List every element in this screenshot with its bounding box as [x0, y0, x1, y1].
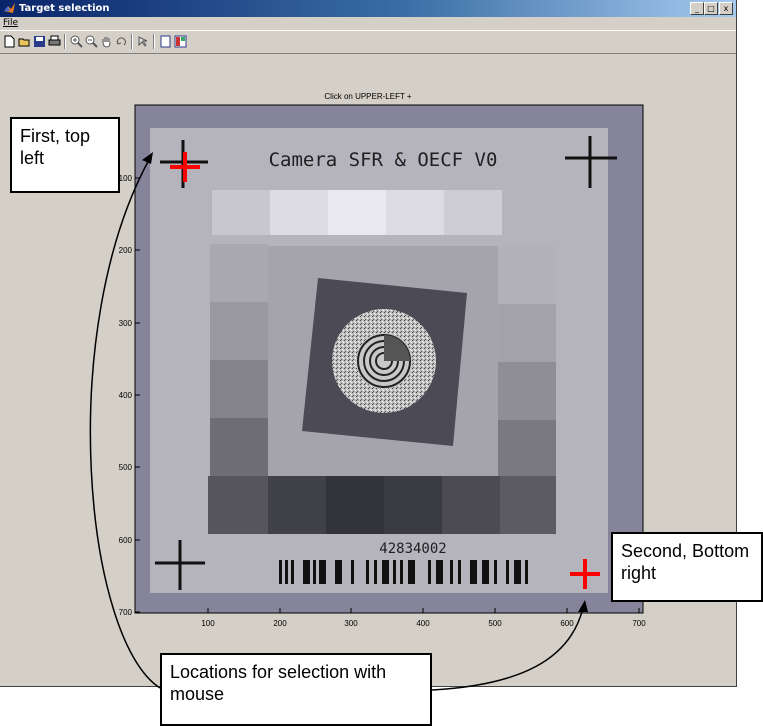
- y-tick-label: 100: [119, 174, 133, 183]
- pan-icon[interactable]: [100, 35, 113, 48]
- minimize-button[interactable]: _: [690, 2, 704, 15]
- zoom-out-icon[interactable]: [85, 35, 98, 48]
- gray-patches-right: [498, 246, 556, 478]
- barcode: [279, 560, 528, 584]
- y-tick-label: 600: [119, 536, 133, 545]
- gray-patches-bottom: [208, 476, 556, 534]
- x-tick-label: 100: [201, 619, 215, 628]
- y-tick-label: 200: [119, 246, 133, 255]
- menu-bar: File: [0, 17, 736, 29]
- callout-first-text: First, top left: [20, 126, 91, 168]
- axis-ticks: [135, 177, 640, 613]
- y-tick-label: 300: [119, 319, 133, 328]
- arrow-head-bottom-right: [578, 600, 588, 612]
- zoom-in-icon[interactable]: [70, 35, 83, 48]
- save-icon[interactable]: [33, 35, 46, 48]
- gray-patches-top: [212, 190, 502, 235]
- callout-first: First, top left: [10, 117, 120, 193]
- serial-number: 42834002: [379, 541, 446, 557]
- annotation-arrows: [89, 157, 584, 691]
- x-tick-label: 700: [632, 619, 646, 628]
- y-tick-label: 700: [119, 608, 133, 617]
- rotate-icon[interactable]: [115, 35, 128, 48]
- close-button[interactable]: x: [719, 2, 733, 15]
- x-tick-label: 600: [560, 619, 574, 628]
- y-tick-label: 400: [119, 391, 133, 400]
- selection-marker-bottom-right: [570, 559, 600, 589]
- hide-plot-tools-icon[interactable]: [159, 35, 172, 48]
- arrow-head-top-left: [142, 152, 153, 164]
- x-tick-label: 300: [344, 619, 358, 628]
- figure-toolbar: [0, 30, 736, 54]
- show-plot-tools-icon[interactable]: [174, 35, 187, 48]
- x-tick-label: 500: [488, 619, 502, 628]
- chart-header: Camera SFR & OECF V0: [269, 149, 498, 171]
- print-icon[interactable]: [48, 35, 61, 48]
- callout-second: Second, Bottom right: [611, 532, 763, 602]
- data-cursor-icon[interactable]: [137, 35, 150, 48]
- y-tick-label: 500: [119, 463, 133, 472]
- matlab-icon: [4, 3, 15, 13]
- callout-locations: Locations for selection with mouse: [160, 653, 432, 726]
- callout-second-text: Second, Bottom right: [621, 541, 750, 583]
- x-tick-label: 400: [416, 619, 430, 628]
- title-bar[interactable]: Target selection _ □ x: [0, 0, 736, 17]
- gray-patches-left: [210, 244, 268, 476]
- toolbar-separator: [153, 34, 155, 49]
- callout-locations-text: Locations for selection with mouse: [170, 662, 387, 704]
- open-file-icon[interactable]: [18, 35, 31, 48]
- window-title: Target selection: [19, 3, 110, 14]
- x-tick-label: 200: [273, 619, 287, 628]
- maximize-button[interactable]: □: [704, 2, 718, 15]
- selection-marker-top-left: [170, 152, 200, 182]
- x-axis-ticks: 100 200 300 400 500 600 700: [201, 619, 646, 628]
- y-axis-ticks: 100 200 300 400 500 600 700: [119, 174, 133, 617]
- figure-title: Click on UPPER-LEFT +: [324, 92, 412, 101]
- toolbar-separator: [131, 34, 133, 49]
- new-figure-icon[interactable]: [3, 35, 16, 48]
- toolbar-separator: [64, 34, 66, 49]
- menu-file[interactable]: File: [3, 18, 19, 28]
